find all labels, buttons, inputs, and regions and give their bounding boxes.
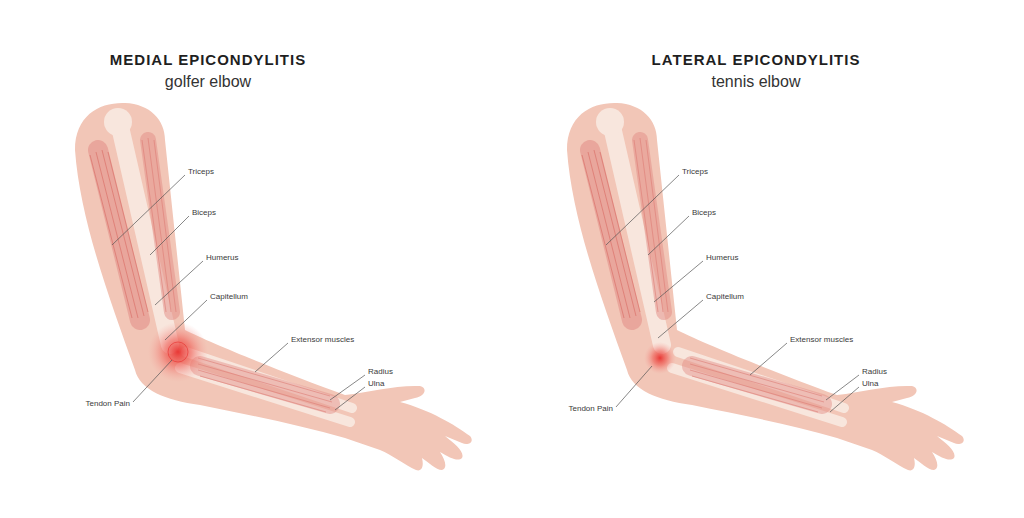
part-label: Biceps (192, 209, 216, 218)
leader-lines (112, 175, 859, 412)
part-label: Biceps (692, 209, 716, 218)
panel-title: MEDIAL EPICONDYLITIS (110, 52, 306, 69)
panel-title: LATERAL EPICONDYLITIS (652, 52, 861, 69)
part-label: Ulna (862, 380, 878, 389)
part-label: Extensor muscles (291, 336, 354, 345)
part-label: Capitellum (210, 293, 248, 302)
pain-glow (148, 322, 208, 382)
part-label: Triceps (682, 168, 708, 177)
part-label: Extensor muscles (790, 336, 853, 345)
symptom-label: Tendon Pain (569, 405, 613, 414)
part-label: Radius (862, 368, 887, 377)
symptom-label: Tendon Pain (86, 400, 130, 409)
panel-subtitle: golfer elbow (165, 73, 251, 91)
part-label: Radius (368, 368, 393, 377)
panel-subtitle: tennis elbow (712, 73, 801, 91)
part-label: Triceps (188, 168, 214, 177)
part-label: Capitellum (706, 293, 744, 302)
part-label: Humerus (706, 254, 738, 263)
left-arm (75, 103, 472, 470)
part-label: Humerus (206, 254, 238, 263)
pain-ring (168, 342, 188, 362)
part-label: Ulna (368, 380, 384, 389)
right-arm (567, 103, 964, 470)
